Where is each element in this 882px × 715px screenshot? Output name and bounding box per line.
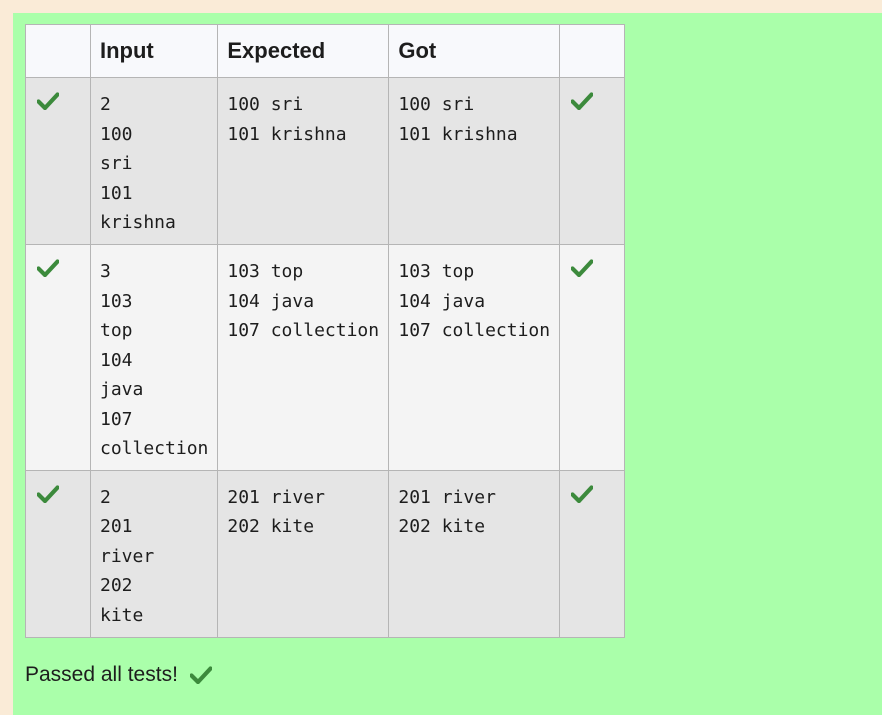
row-result-cell <box>559 77 626 245</box>
test-results-table: Input Expected Got 2 100 sri 101 krishna… <box>25 24 626 638</box>
check-icon <box>189 666 212 684</box>
row-status-cell <box>25 469 91 638</box>
check-icon <box>571 92 594 110</box>
row-status-cell <box>25 244 91 471</box>
table-row: 3 103 top 104 java 107 collection 103 to… <box>25 244 626 471</box>
expected-value: 100 sri 101 krishna <box>227 94 347 145</box>
expected-cell: 103 top 104 java 107 collection <box>217 244 390 471</box>
header-got: Got <box>388 24 561 78</box>
table-header-row: Input Expected Got <box>25 24 626 78</box>
header-status <box>25 24 91 78</box>
check-icon <box>571 259 594 277</box>
header-input: Input <box>89 24 219 78</box>
input-cell: 2 100 sri 101 krishna <box>89 77 219 245</box>
expected-cell: 100 sri 101 krishna <box>217 77 390 245</box>
expected-value: 201 river 202 kite <box>227 486 325 538</box>
row-result-cell <box>559 469 626 638</box>
expected-cell: 201 river 202 kite <box>217 469 390 638</box>
input-value: 3 103 top 104 java 107 collection <box>100 261 209 459</box>
got-cell: 103 top 104 java 107 collection <box>388 244 561 471</box>
got-value: 103 top 104 java 107 collection <box>398 261 551 341</box>
outer-border-left <box>0 0 12 715</box>
input-cell: 3 103 top 104 java 107 collection <box>89 244 219 471</box>
input-value: 2 201 river 202 kite <box>100 486 155 626</box>
check-icon <box>37 259 59 277</box>
check-icon <box>37 484 59 503</box>
test-results-panel: Input Expected Got 2 100 sri 101 krishna… <box>13 13 882 715</box>
got-value: 100 sri 101 krishna <box>398 94 518 145</box>
got-cell: 201 river 202 kite <box>388 469 561 638</box>
expected-value: 103 top 104 java 107 collection <box>227 261 380 341</box>
header-expected: Expected <box>217 24 390 78</box>
check-icon <box>37 92 59 110</box>
table-row: 2 100 sri 101 krishna 100 sri 101 krishn… <box>25 77 626 245</box>
input-value: 2 100 sri 101 krishna <box>100 94 176 233</box>
outer-border-top <box>0 0 882 12</box>
got-cell: 100 sri 101 krishna <box>388 77 561 245</box>
check-icon <box>571 484 594 503</box>
got-value: 201 river 202 kite <box>398 486 496 538</box>
table-row: 2 201 river 202 kite 201 river 202 kite … <box>25 469 626 638</box>
test-summary: Passed all tests! <box>25 663 212 687</box>
row-status-cell <box>25 77 91 245</box>
row-result-cell <box>559 244 626 471</box>
input-cell: 2 201 river 202 kite <box>89 469 219 638</box>
summary-text: Passed all tests! <box>25 663 178 686</box>
header-result <box>559 24 626 78</box>
